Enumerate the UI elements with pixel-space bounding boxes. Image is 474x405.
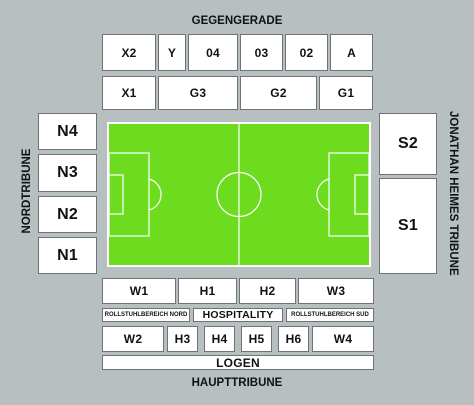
- left-penalty-arc: [148, 178, 162, 211]
- block-n2[interactable]: N2: [38, 196, 97, 233]
- block-h2[interactable]: H2: [239, 278, 296, 304]
- block-y[interactable]: Y: [158, 34, 186, 71]
- block-x2[interactable]: X2: [102, 34, 156, 71]
- block-logen[interactable]: LOGEN: [102, 355, 374, 370]
- left-penalty-area: [109, 152, 150, 237]
- block-x1[interactable]: X1: [102, 76, 156, 110]
- center-circle: [216, 171, 262, 218]
- block-s2[interactable]: S2: [379, 113, 437, 175]
- block-hospitality[interactable]: HOSPITALITY: [193, 308, 283, 322]
- block-w1[interactable]: W1: [102, 278, 176, 304]
- block-s1[interactable]: S1: [379, 178, 437, 274]
- block-n3[interactable]: N3: [38, 154, 97, 192]
- pitch-markings: [109, 124, 369, 265]
- block-n4[interactable]: N4: [38, 113, 97, 150]
- block-g3[interactable]: G3: [158, 76, 238, 110]
- block-h1[interactable]: H1: [178, 278, 237, 304]
- block-g2[interactable]: G2: [240, 76, 317, 110]
- block-03[interactable]: 03: [240, 34, 283, 71]
- block-h5[interactable]: H5: [241, 326, 272, 352]
- block-rollstuhl-nord[interactable]: ROLLSTUHLBEREICH NORD: [102, 308, 190, 322]
- west-stand-label: NORDTRIBUNE: [21, 148, 33, 234]
- north-stand-label: GEGENGERADE: [191, 15, 283, 27]
- block-w4[interactable]: W4: [312, 326, 374, 352]
- block-a[interactable]: A: [330, 34, 373, 71]
- right-goal-area: [354, 174, 369, 215]
- block-h3[interactable]: H3: [167, 326, 198, 352]
- block-n1[interactable]: N1: [38, 237, 97, 274]
- block-02[interactable]: 02: [285, 34, 328, 71]
- block-w3[interactable]: W3: [298, 278, 374, 304]
- block-04[interactable]: 04: [188, 34, 238, 71]
- east-stand-label: JONATHAN HEIMES TRIBUNE: [447, 111, 459, 276]
- right-penalty-area: [328, 152, 369, 237]
- right-penalty-arc: [316, 178, 330, 211]
- left-goal-area: [109, 174, 124, 215]
- football-pitch: [107, 122, 371, 267]
- block-h4[interactable]: H4: [204, 326, 235, 352]
- block-h6[interactable]: H6: [278, 326, 309, 352]
- block-g1[interactable]: G1: [319, 76, 373, 110]
- block-rollstuhl-sud[interactable]: ROLLSTUHLBEREICH SUD: [286, 308, 374, 322]
- south-stand-label: HAUPTTRIBUNE: [191, 377, 283, 389]
- block-w2[interactable]: W2: [102, 326, 164, 352]
